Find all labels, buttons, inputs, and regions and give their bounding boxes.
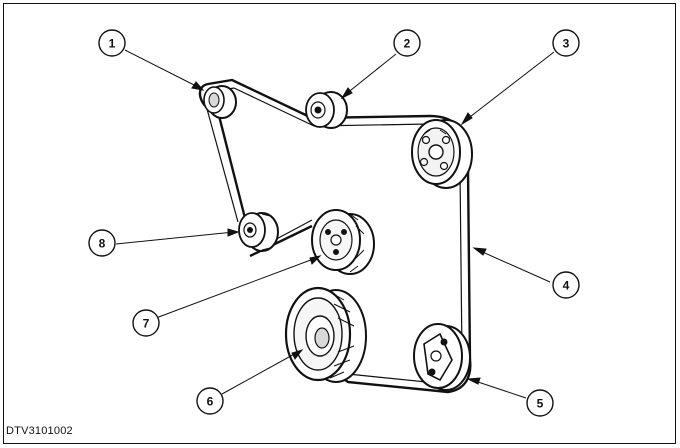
svg-text:6: 6 — [207, 395, 214, 409]
lower-left-idler-pulley — [238, 212, 279, 252]
svg-text:5: 5 — [537, 397, 544, 411]
crankshaft-pulley — [284, 286, 367, 383]
callout-8: 8 — [88, 229, 116, 257]
idler-pulley-top — [305, 91, 348, 129]
callout-7: 7 — [132, 309, 160, 337]
upper-right-pulley — [411, 119, 473, 189]
callout-1: 1 — [98, 29, 126, 57]
svg-text:3: 3 — [563, 37, 570, 51]
callout-2: 2 — [393, 29, 421, 57]
callout-3: 3 — [552, 29, 580, 57]
callout-6: 6 — [196, 387, 224, 415]
svg-text:2: 2 — [404, 37, 411, 51]
figure-reference-code: DTV3101002 — [6, 425, 73, 437]
callout-5: 5 — [526, 389, 554, 417]
center-pulley — [311, 209, 375, 275]
callout-4: 4 — [552, 271, 580, 299]
callout-leaders — [115, 49, 555, 399]
svg-text:1: 1 — [109, 37, 116, 51]
svg-text:7: 7 — [143, 317, 150, 331]
svg-text:4: 4 — [563, 279, 570, 293]
tensioner-pulley — [413, 323, 471, 391]
svg-text:8: 8 — [99, 237, 106, 251]
idler-pulley-upper-left — [203, 85, 237, 119]
